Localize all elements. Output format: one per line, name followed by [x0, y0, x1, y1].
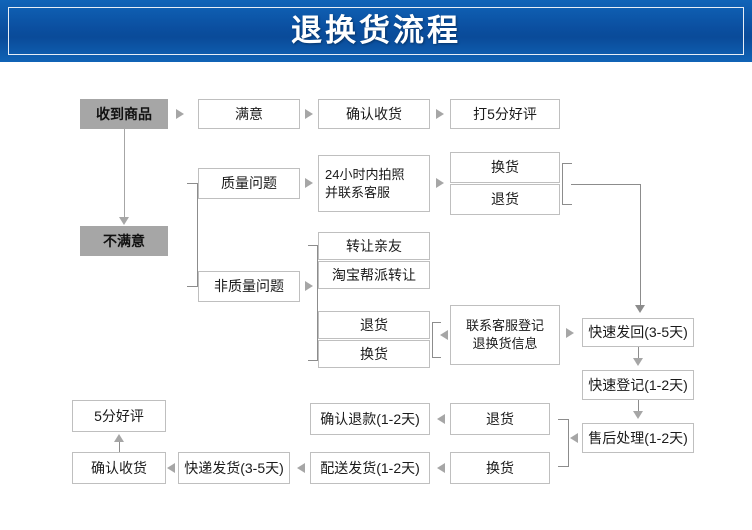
arrow-register-to-fast-return-icon — [566, 328, 574, 338]
banner-inner-border — [8, 7, 744, 55]
node-five-star-review[interactable]: 5分好评 — [72, 400, 166, 432]
node-fast-return-ship[interactable]: 快速发回(3-5天) — [582, 318, 694, 347]
arrow-quality-to-photo-icon — [305, 178, 313, 188]
node-exchange-mid[interactable]: 换货 — [318, 340, 430, 368]
arrow-fast-return-to-register-icon — [633, 358, 643, 366]
connector-top-merge-vertical — [640, 184, 641, 306]
bracket-aftersale-split — [558, 419, 569, 467]
node-confirm-receipt-top[interactable]: 确认收货 — [318, 99, 430, 129]
bracket-exchange-return-top-merge — [562, 163, 572, 205]
bracket-mid-return-exchange-merge — [432, 322, 441, 358]
arrow-express-to-confirm-receipt-icon — [167, 463, 175, 473]
arrow-confirm-receipt-to-review-icon — [114, 434, 124, 442]
arrow-photo-to-exchange-return-icon — [436, 178, 444, 188]
node-taobao-gang-transfer[interactable]: 淘宝帮派转让 — [318, 261, 430, 289]
bracket-unsatisfied-split — [187, 183, 198, 287]
node-satisfied[interactable]: 满意 — [198, 99, 300, 129]
connector-confirm-receipt-to-review — [119, 437, 120, 452]
arrow-received-to-satisfied-icon — [176, 109, 184, 119]
arrow-return-to-confirm-refund-icon — [437, 414, 445, 424]
node-non-quality-issue[interactable]: 非质量问题 — [198, 271, 300, 302]
node-contact-service-register[interactable]: 联系客服登记 退换货信息 — [450, 305, 560, 365]
arrow-confirm-to-rate-icon — [436, 109, 444, 119]
node-transfer-to-friend[interactable]: 转让亲友 — [318, 232, 430, 260]
connector-register-to-aftersale — [638, 400, 639, 415]
node-return-mid[interactable]: 退货 — [318, 311, 430, 339]
arrow-nonquality-to-options-icon — [305, 281, 313, 291]
node-photo-contact-service[interactable]: 24小时内拍照 并联系客服 — [318, 155, 430, 212]
arrow-exchange-to-delivery-icon — [437, 463, 445, 473]
arrow-satisfied-to-confirm-icon — [305, 109, 313, 119]
bracket-nonquality-options — [308, 245, 318, 361]
arrow-delivery-to-express-icon — [297, 463, 305, 473]
arrow-received-to-unsatisfied-icon — [119, 217, 129, 225]
arrow-contact-service-to-mid-icon — [440, 330, 448, 340]
node-confirm-refund[interactable]: 确认退款(1-2天) — [310, 403, 430, 435]
arrow-merge-to-fast-return-icon — [635, 305, 645, 313]
node-express-ship[interactable]: 快递发货(3-5天) — [178, 452, 290, 484]
node-return-bottom[interactable]: 退货 — [450, 403, 550, 435]
node-exchange-top[interactable]: 换货 — [450, 152, 560, 183]
node-received-goods[interactable]: 收到商品 — [80, 99, 168, 129]
node-quality-issue[interactable]: 质量问题 — [198, 168, 300, 199]
arrow-aftersale-to-bottom-options-icon — [570, 433, 578, 443]
connector-top-merge-horizontal — [571, 184, 641, 185]
node-exchange-bottom[interactable]: 换货 — [450, 452, 550, 484]
node-fast-register[interactable]: 快速登记(1-2天) — [582, 370, 694, 400]
page-title: 退换货流程 — [291, 13, 461, 48]
node-rate-five-star[interactable]: 打5分好评 — [450, 99, 560, 129]
page-header-banner: 退换货流程 — [0, 0, 752, 62]
node-after-sale-process[interactable]: 售后处理(1-2天) — [582, 423, 694, 453]
node-confirm-receipt-bottom[interactable]: 确认收货 — [72, 452, 166, 484]
node-not-satisfied[interactable]: 不满意 — [80, 226, 168, 256]
node-return-top[interactable]: 退货 — [450, 184, 560, 215]
arrow-register-to-aftersale-icon — [633, 411, 643, 419]
connector-fast-return-to-register — [638, 347, 639, 362]
connector-received-to-unsatisfied — [124, 129, 125, 218]
node-delivery-ship[interactable]: 配送发货(1-2天) — [310, 452, 430, 484]
